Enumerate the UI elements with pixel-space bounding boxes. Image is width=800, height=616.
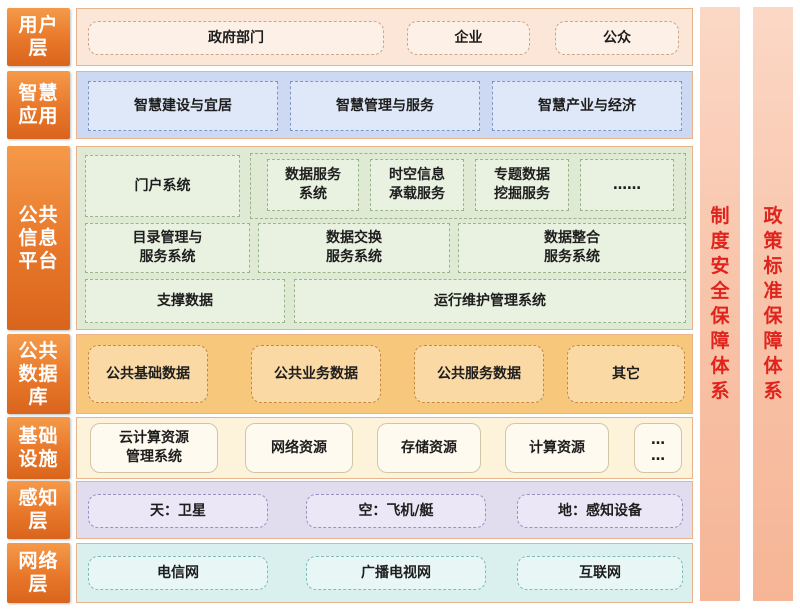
platform-layer-label-text: 公共信息平台 (18, 203, 59, 272)
user-layer-panel: 政府部门 企业 公众 (76, 8, 693, 66)
app-item-management: 智慧管理与服务 (290, 81, 480, 131)
infra-layer-panel: 云计算资源 管理系统 网络资源 存储资源 计算资源 … … (76, 417, 693, 479)
network-layer-label: 网络层 (7, 543, 70, 603)
platform-layer-label: 公共信息平台 (7, 146, 70, 330)
platform-catalog-system: 目录管理与 服务系统 (85, 223, 250, 273)
user-item-government: 政府部门 (88, 21, 384, 55)
database-item-business: 公共业务数据 (251, 345, 381, 403)
app-item-industry: 智慧产业与经济 (492, 81, 682, 131)
platform-ops-management-system: 运行维护管理系统 (294, 279, 686, 323)
sensing-layer-label: 感知层 (7, 481, 70, 539)
sensing-item-air: 空：飞机/艇 (306, 494, 486, 528)
user-layer-label: 用户层 (7, 8, 70, 66)
platform-services-group (250, 153, 686, 219)
platform-support-data: 支撑数据 (85, 279, 285, 323)
database-item-other: 其它 (567, 345, 685, 403)
database-item-service: 公共服务数据 (414, 345, 544, 403)
network-layer-label-text: 网络层 (18, 550, 59, 595)
sensing-item-ground: 地：感知设备 (517, 494, 683, 528)
infra-item-storage: 存储资源 (377, 423, 481, 473)
infra-item-cloud-management: 云计算资源 管理系统 (90, 423, 218, 473)
user-layer-label-text: 用户层 (18, 14, 59, 59)
platform-portal-system: 门户系统 (85, 155, 240, 217)
sensing-layer-label-text: 感知层 (18, 487, 59, 532)
sensing-layer-panel: 天：卫星 空：飞机/艇 地：感知设备 (76, 481, 693, 539)
platform-data-service-system: 数据服务 系统 (267, 159, 359, 211)
app-layer-panel: 智慧建设与宜居 智慧管理与服务 智慧产业与经济 (76, 71, 693, 139)
infra-item-more: … … (634, 423, 682, 473)
user-item-enterprise: 企业 (407, 21, 530, 55)
platform-layer-panel: 门户系统 数据服务 系统 时空信息 承载服务 专题数据 挖掘服务 …… 目录管理… (76, 146, 693, 330)
user-item-public: 公众 (555, 21, 679, 55)
platform-exchange-system: 数据交换 服务系统 (258, 223, 450, 273)
infra-item-network: 网络资源 (245, 423, 353, 473)
database-item-basic: 公共基础数据 (88, 345, 208, 403)
platform-more-services: …… (580, 159, 674, 211)
infra-layer-label: 基础设施 (7, 417, 70, 479)
app-layer-label-text: 智慧应用 (18, 82, 59, 127)
network-item-telecom: 电信网 (88, 556, 268, 590)
database-layer-label: 公共数据库 (7, 334, 70, 414)
app-layer-label: 智慧应用 (7, 71, 70, 139)
network-layer-panel: 电信网 广播电视网 互联网 (76, 543, 693, 603)
infra-item-compute: 计算资源 (505, 423, 609, 473)
database-layer-label-text: 公共数据库 (18, 339, 59, 408)
network-item-internet: 互联网 (517, 556, 683, 590)
network-item-broadcast: 广播电视网 (306, 556, 486, 590)
platform-thematic-mining-service: 专题数据 挖掘服务 (475, 159, 569, 211)
security-support-column: 制度安全保障体系 (700, 7, 740, 601)
platform-spatiotemporal-service: 时空信息 承载服务 (370, 159, 464, 211)
security-support-text: 制度安全保障体系 (710, 205, 730, 402)
app-item-construction: 智慧建设与宜居 (88, 81, 278, 131)
database-layer-panel: 公共基础数据 公共业务数据 公共服务数据 其它 (76, 334, 693, 414)
sensing-item-sky: 天：卫星 (88, 494, 268, 528)
standards-support-column: 政策标准保障体系 (753, 7, 793, 601)
platform-integration-system: 数据整合 服务系统 (458, 223, 686, 273)
standards-support-text: 政策标准保障体系 (763, 205, 783, 402)
infra-layer-label-text: 基础设施 (18, 425, 59, 470)
